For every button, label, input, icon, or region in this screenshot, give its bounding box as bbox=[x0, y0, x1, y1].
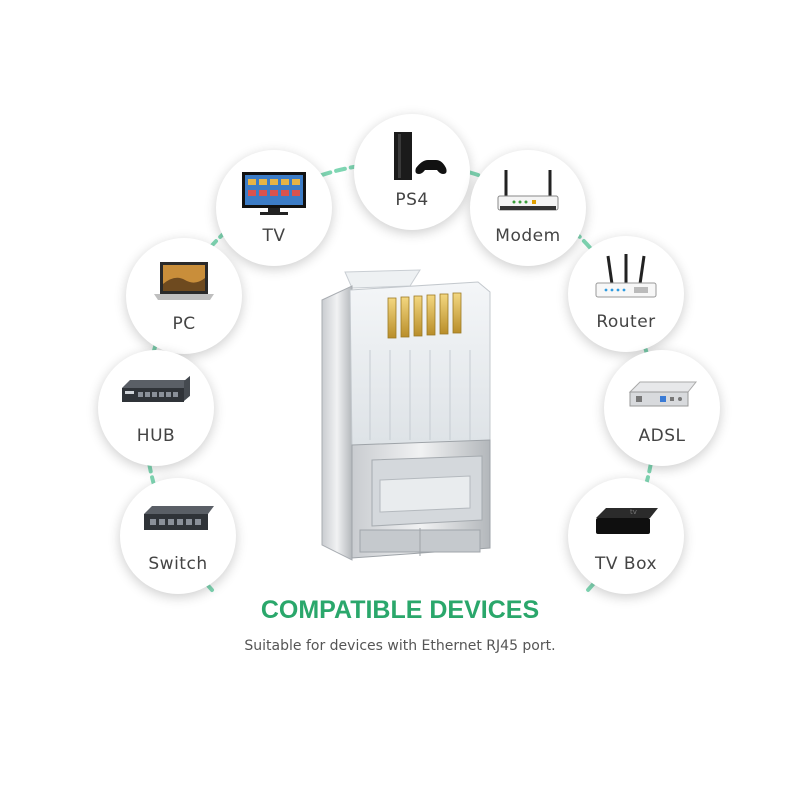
page-subtitle: Suitable for devices with Ethernet RJ45 … bbox=[244, 638, 556, 654]
device-label: TV bbox=[262, 226, 286, 246]
device-label: HUB bbox=[136, 426, 176, 446]
device-label: TV Box bbox=[594, 554, 658, 574]
modem-icon bbox=[497, 170, 559, 211]
laptop-icon bbox=[154, 262, 214, 300]
device-tv: TV bbox=[216, 150, 332, 266]
adsl-modem-icon bbox=[628, 381, 698, 407]
router-icon bbox=[595, 254, 657, 298]
device-router: Router bbox=[568, 236, 684, 352]
network-switch-icon bbox=[144, 506, 214, 530]
device-switch: Switch bbox=[120, 478, 236, 594]
device-tvbox: tv TV Box bbox=[568, 478, 684, 594]
device-label: Router bbox=[596, 312, 656, 332]
tv-box-icon: tv bbox=[596, 508, 658, 534]
device-ps4: PS4 bbox=[354, 114, 470, 230]
tv-icon bbox=[242, 172, 306, 215]
device-label: ADSL bbox=[638, 426, 686, 446]
device-pc: PC bbox=[126, 238, 242, 354]
device-hub: HUB bbox=[98, 350, 214, 466]
device-modem: Modem bbox=[470, 150, 586, 266]
device-label: Switch bbox=[148, 554, 208, 574]
device-adsl: ADSL bbox=[604, 350, 720, 466]
ps4-console-icon bbox=[394, 132, 447, 180]
device-label: PC bbox=[172, 314, 196, 334]
device-label: Modem bbox=[495, 226, 561, 246]
svg-text:tv: tv bbox=[630, 508, 637, 516]
device-label: PS4 bbox=[395, 190, 429, 210]
network-hub-icon bbox=[122, 375, 190, 402]
page-title: COMPATIBLE DEVICES bbox=[260, 596, 540, 624]
